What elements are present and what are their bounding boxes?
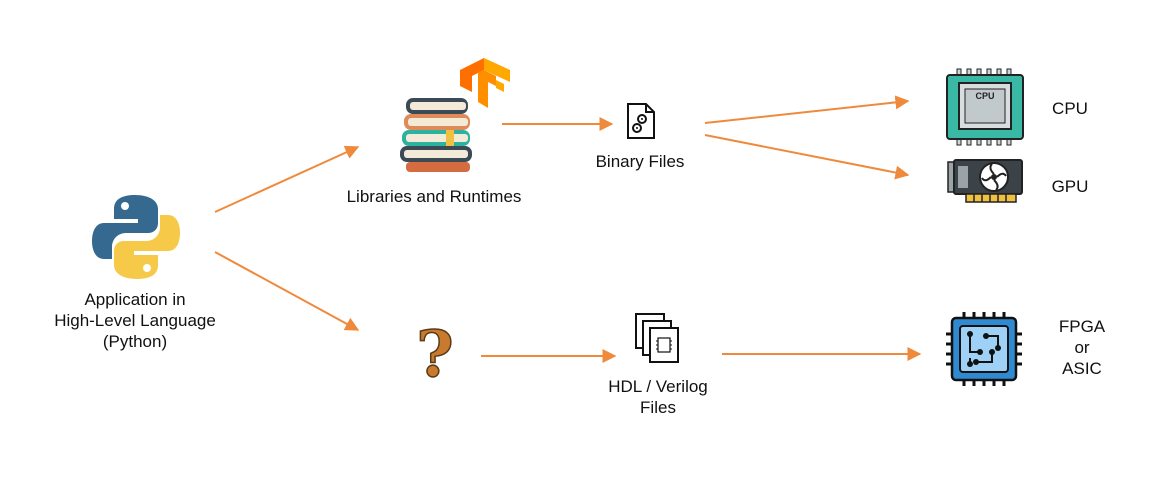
fpga-label: FPGA or ASIC xyxy=(1040,316,1124,379)
question-mark-icon: ? xyxy=(412,316,458,393)
question-mark-glyph: ? xyxy=(416,317,454,392)
libraries-label: Libraries and Runtimes xyxy=(346,187,522,206)
python-label: Application in High-Level Language (Pyth… xyxy=(30,289,240,352)
fpga-label-line-2: or xyxy=(1074,338,1090,357)
arrow-binary-to-cpu xyxy=(704,95,910,124)
arrow-binary-to-gpu xyxy=(704,134,910,180)
python-label-line-2: High-Level Language xyxy=(54,311,216,330)
hdl-label-line-1: HDL / Verilog xyxy=(608,377,708,396)
gpu-card-icon xyxy=(947,158,1024,208)
books-icon xyxy=(400,96,476,174)
arrow-python-to-libraries xyxy=(214,145,360,213)
hdl-label-line-2: Files xyxy=(640,398,676,417)
gpu-label: GPU xyxy=(1051,177,1089,196)
hdl-label: HDL / Verilog Files xyxy=(588,376,728,418)
python-label-line-3: (Python) xyxy=(102,332,168,351)
binary-label: Binary Files xyxy=(595,152,685,171)
arrow-python-to-unknown xyxy=(214,251,360,331)
cpu-label: CPU xyxy=(1052,99,1088,118)
fpga-label-line-3: ASIC xyxy=(1062,359,1102,378)
cpu-chip-icon: CPU xyxy=(945,68,1025,146)
python-label-line-1: Application in xyxy=(84,290,186,309)
cpu-chip-text: CPU xyxy=(975,91,994,101)
binary-file-icon xyxy=(626,102,656,140)
fpga-label-line-1: FPGA xyxy=(1058,317,1106,336)
hdl-files-icon xyxy=(634,312,682,364)
fpga-chip-icon xyxy=(946,312,1022,386)
tensorflow-icon xyxy=(458,58,512,110)
python-logo-icon xyxy=(92,193,180,281)
